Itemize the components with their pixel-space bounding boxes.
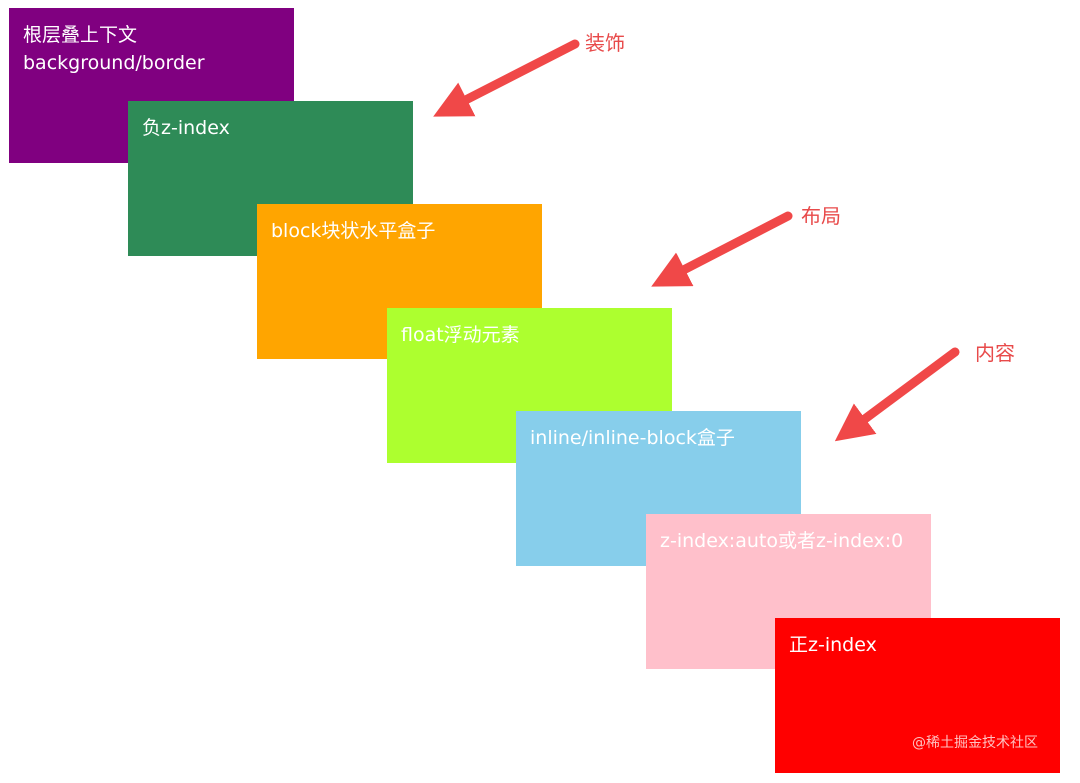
layer-label: 正z-index — [789, 634, 877, 656]
layer-label: 负z-index — [142, 117, 230, 139]
arrow-content — [834, 347, 960, 442]
layer-label: z-index:auto或者z-index:0 — [660, 530, 904, 552]
watermark: @稀土掘金技术社区 — [912, 734, 1038, 751]
arrow-decoration — [433, 39, 580, 117]
layer-label: background/border — [23, 51, 205, 74]
arrow-layout — [651, 211, 793, 287]
layer-positive-z-index: 正z-index @稀土掘金技术社区 — [775, 618, 1060, 773]
layer-label: float浮动元素 — [401, 324, 520, 346]
annotation-content: 内容 — [975, 341, 1015, 365]
layer-label: inline/inline-block盒子 — [530, 427, 735, 449]
annotation-decoration: 装饰 — [585, 31, 625, 55]
layer-label: block块状水平盒子 — [271, 220, 436, 242]
layer-label: 根层叠上下文 — [23, 24, 138, 46]
annotation-layout: 布局 — [801, 204, 841, 228]
